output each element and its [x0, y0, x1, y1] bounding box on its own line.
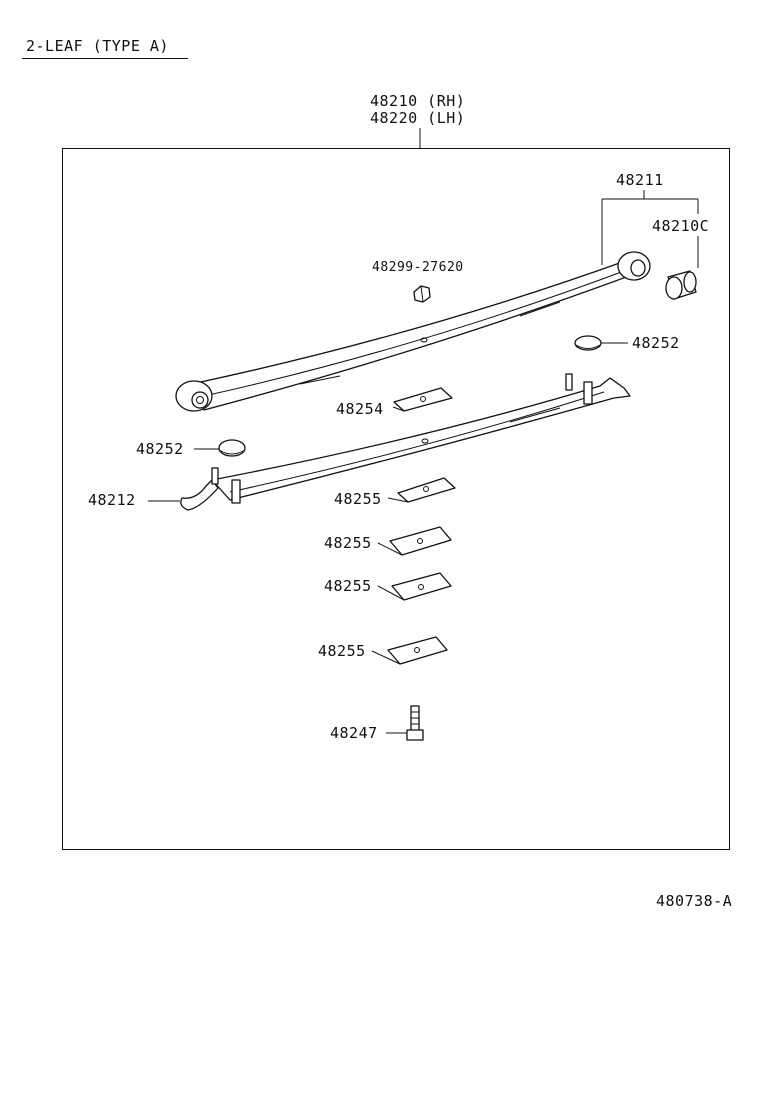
title-underline: [22, 58, 188, 59]
label-48252-right: 48252: [632, 334, 680, 352]
spacer-48255-1: [387, 477, 456, 503]
label-48299-27620: 48299-27620: [372, 260, 464, 275]
label-48247: 48247: [330, 724, 378, 742]
spacer-48255-2: [377, 526, 452, 556]
bracket-48211-leader: [601, 190, 699, 268]
label-48255-3: 48255: [324, 577, 372, 595]
label-48254: 48254: [336, 400, 384, 418]
label-48255-4: 48255: [318, 642, 366, 660]
bushing-48210c: [665, 270, 697, 300]
label-48210c: 48210C: [652, 217, 710, 235]
label-48255-1: 48255: [334, 490, 382, 508]
label-48212: 48212: [88, 491, 136, 509]
spacer-48254: [392, 387, 453, 412]
spacer-48255-3: [377, 572, 452, 601]
main-leaf-spring: [175, 251, 651, 412]
diagram-frame: [62, 148, 730, 850]
cap-48252-left: [194, 439, 246, 457]
assembly-label-lh: 48220 (LH): [370, 109, 466, 127]
illustration-code: 480738-A: [656, 892, 733, 910]
second-leaf-spring-48212: [148, 373, 631, 511]
center-bolt-48247: [386, 705, 424, 741]
nut-48299-27620: [413, 285, 431, 303]
assembly-label-rh: 48210 (RH): [370, 92, 466, 110]
cap-48252-right: [574, 335, 628, 351]
label-48252-left: 48252: [136, 440, 184, 458]
label-48211: 48211: [616, 171, 664, 189]
label-48255-2: 48255: [324, 534, 372, 552]
diagram-title: 2-LEAF (TYPE A): [26, 37, 169, 55]
spacer-48255-4: [371, 636, 448, 665]
